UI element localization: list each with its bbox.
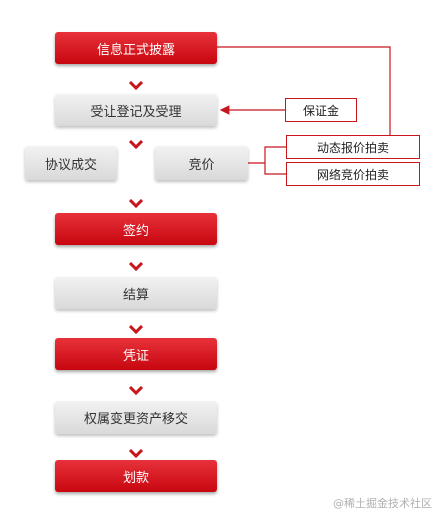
step-voucher-label: 凭证: [122, 348, 149, 364]
step-disclosure-label: 信息正式披露: [96, 42, 175, 58]
chevron-down-icon: [128, 444, 144, 459]
chevron-down-icon: [128, 257, 144, 272]
step-voucher: 凭证: [55, 338, 217, 370]
step-payment-label: 划款: [122, 470, 149, 486]
disclosure-connector: [217, 46, 391, 139]
step-disclosure: 信息正式披露: [55, 32, 217, 64]
chevron-down-icon: [128, 76, 144, 91]
step-bidding-label: 竞价: [188, 157, 215, 173]
step-agreement: 协议成交: [25, 146, 117, 180]
step-registration-label: 受让登记及受理: [90, 104, 182, 120]
chevron-down-icon: [128, 135, 144, 150]
step-sign-label: 签约: [122, 223, 149, 239]
deposit-box: 保证金: [285, 98, 357, 122]
chevron-down-icon: [128, 194, 144, 209]
step-transfer: 权属变更资产移交: [55, 401, 217, 434]
step-bidding: 竞价: [155, 146, 248, 180]
chevron-down-icon: [128, 320, 144, 335]
step-settlement-label: 结算: [122, 287, 149, 303]
step-agreement-label: 协议成交: [44, 157, 97, 173]
step-settlement: 结算: [55, 277, 217, 309]
dynamic-auction-label: 动态报价拍卖: [316, 140, 389, 155]
step-transfer-label: 权属变更资产移交: [83, 412, 188, 427]
chevron-down-icon: [128, 381, 144, 396]
step-sign: 签约: [55, 213, 217, 245]
auction-bracket: [264, 146, 286, 175]
dynamic-auction-box: 动态报价拍卖: [286, 135, 420, 159]
deposit-label: 保证金: [302, 103, 339, 118]
online-auction-box: 网络竞价拍卖: [286, 162, 420, 186]
step-payment: 划款: [55, 460, 217, 492]
step-registration: 受让登记及受理: [55, 94, 217, 126]
watermark: @稀土掘金技术社区: [333, 497, 432, 510]
online-auction-label: 网络竞价拍卖: [316, 167, 389, 182]
